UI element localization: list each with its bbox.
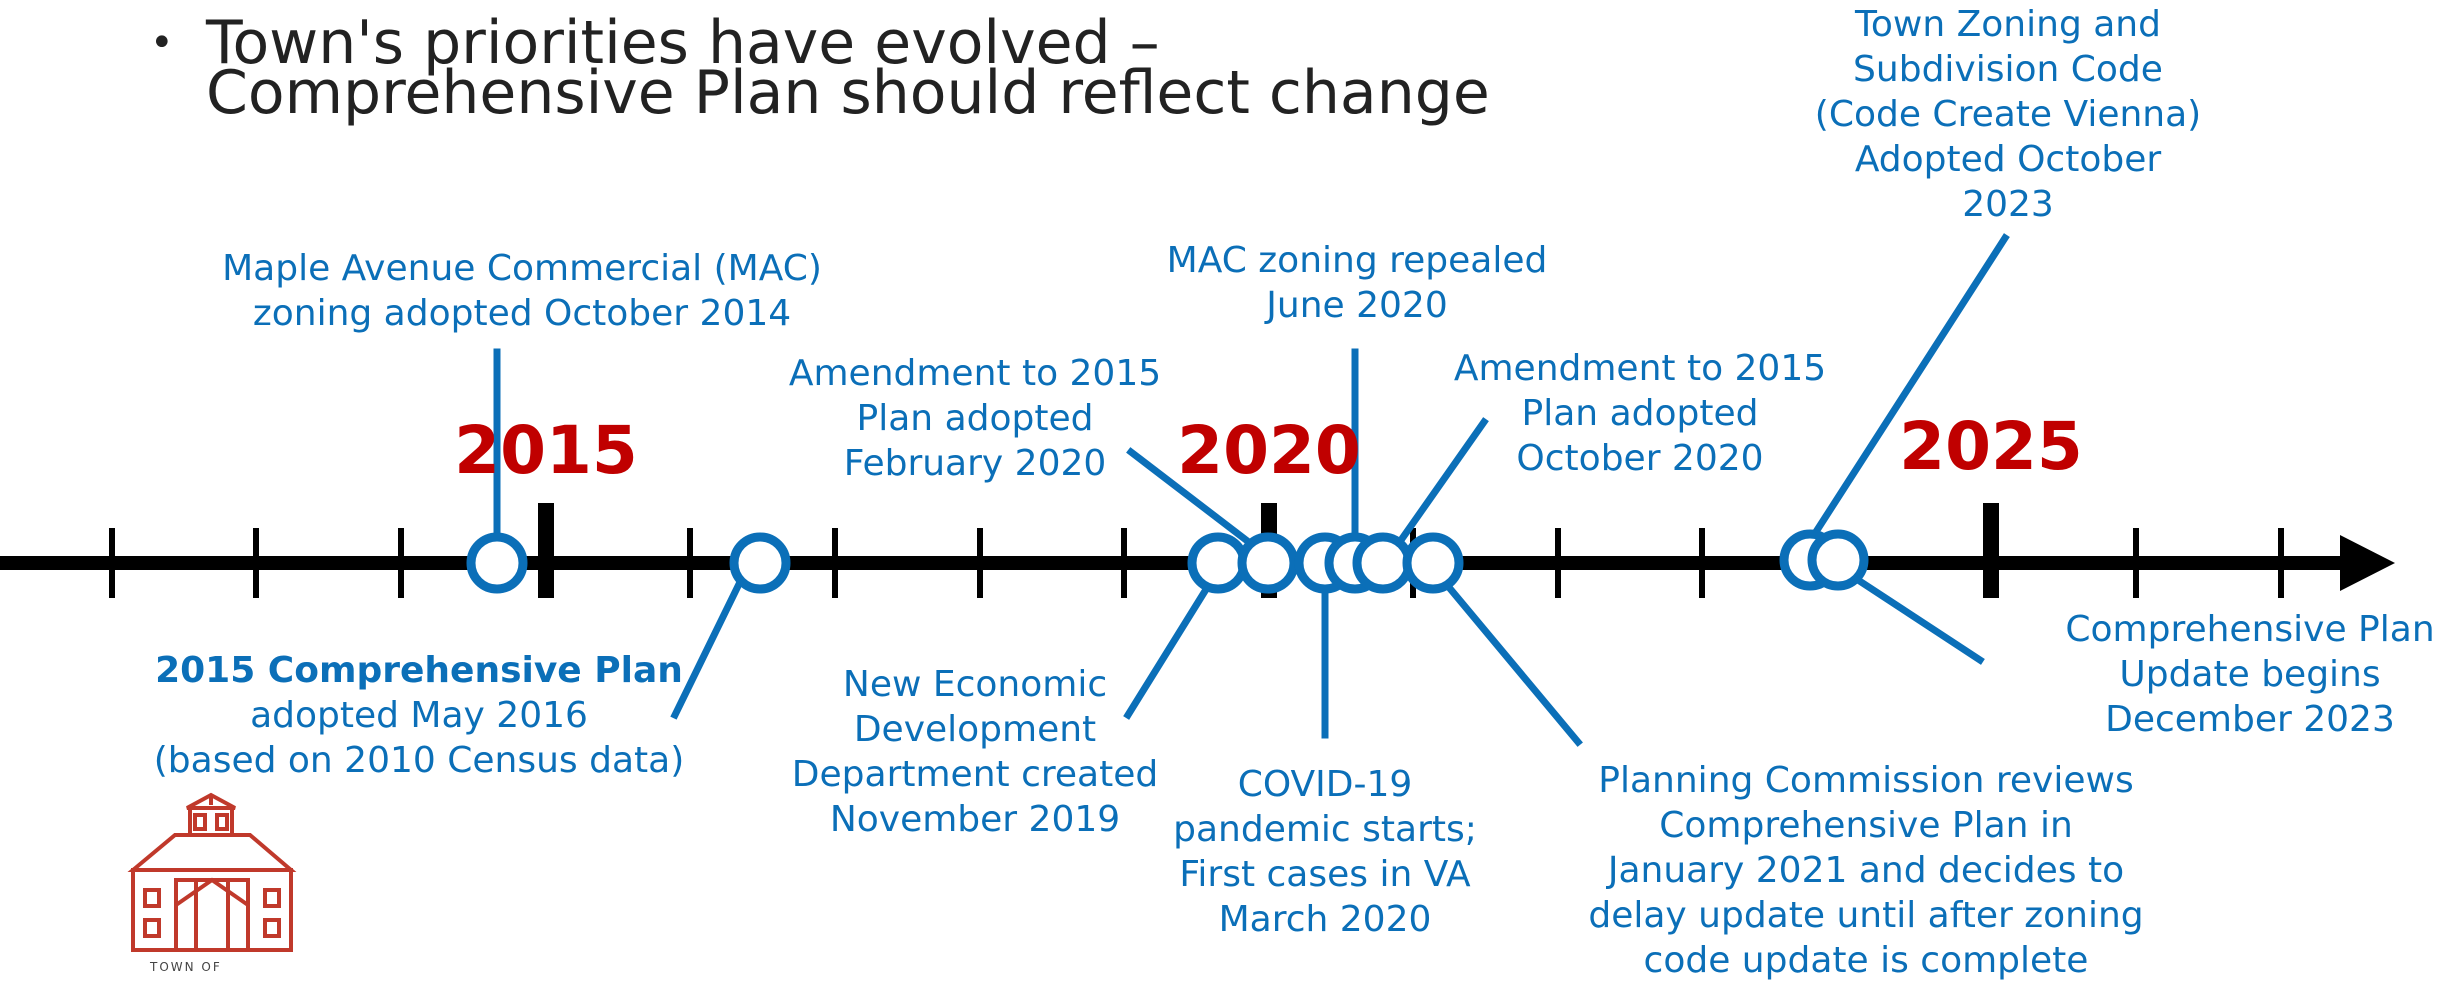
event-amend-feb: Amendment to 2015 Plan adopted February …: [788, 353, 1162, 484]
headline-bullet: •: [150, 20, 174, 66]
leader-pc-review: [1442, 580, 1583, 747]
leader-lines: [493, 233, 2010, 747]
event-econ-dev: New Economic Development Department crea…: [791, 664, 1159, 840]
leader-update-begins: [1850, 573, 1985, 665]
event-mac-adopted: Maple Avenue Commercial (MAC) zoning ado…: [222, 248, 822, 334]
timeline-arrowhead: [2340, 535, 2395, 591]
event-zoning-code: Town Zoning and Subdivision Code (Code C…: [1814, 4, 2202, 225]
event-update-begins: Comprehensive Plan Update begins Decembe…: [2065, 609, 2435, 740]
marker-amend-oct: [1352, 532, 1414, 594]
leader-plan-2015: [670, 577, 745, 720]
marker-mac-adopted: [466, 532, 528, 594]
marker-update-begins: [1807, 529, 1869, 591]
marker-plan-2015: [729, 532, 791, 594]
headline-line-2: Comprehensive Plan should reflect change: [206, 58, 1490, 128]
leader-econ-dev: [1123, 578, 1215, 720]
year-label-2015: 2015: [454, 412, 638, 489]
minor-ticks: [109, 528, 2284, 598]
town-hall-icon: [127, 792, 297, 952]
year-label-2025: 2025: [1899, 408, 2083, 485]
year-label-2020: 2020: [1177, 412, 1361, 489]
marker-pc-review: [1402, 532, 1464, 594]
event-mac-repealed: MAC zoning repealed June 2020: [1166, 240, 1548, 326]
logo-caption: TOWN OF: [150, 960, 222, 974]
headline: • Town's priorities have evolved – Compr…: [150, 8, 1490, 128]
headline-line-1: Town's priorities have evolved –: [206, 8, 1160, 78]
event-markers: [466, 529, 1869, 594]
event-pc-review: Planning Commission reviews Comprehensiv…: [1588, 760, 2144, 981]
event-covid: COVID-19 pandemic starts; First cases in…: [1173, 764, 1477, 940]
marker-econ-dev: [1187, 532, 1249, 594]
event-plan-2015: 2015 Comprehensive Plan adopted May 2016…: [153, 650, 685, 781]
leader-amend-oct: [1394, 417, 1489, 548]
event-amend-oct: Amendment to 2015 Plan adopted October 2…: [1453, 348, 1827, 479]
leader-amend-feb: [1126, 447, 1255, 548]
leader-zoning-code: [1807, 233, 2010, 543]
marker-amend-feb: [1237, 532, 1299, 594]
